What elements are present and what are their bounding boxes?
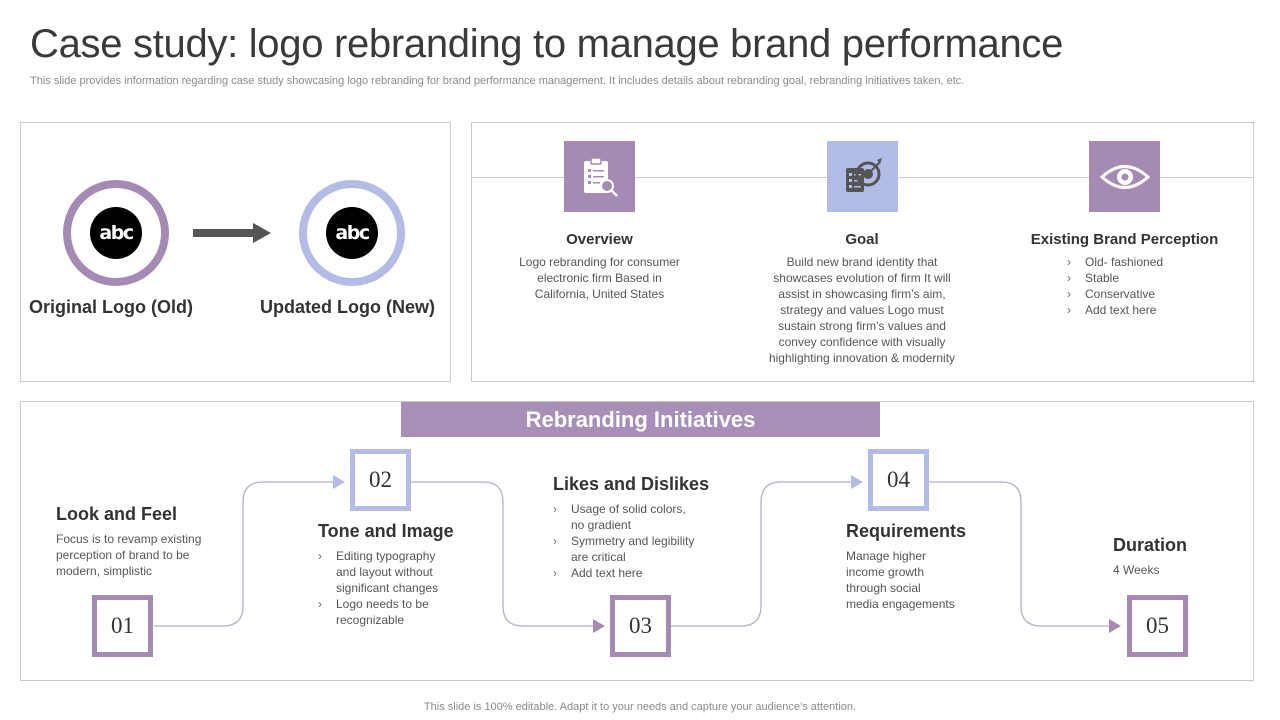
flow-connector	[154, 475, 1121, 633]
list-item: Old- fashioned	[1067, 254, 1237, 270]
step-title: Likes and Dislikes	[553, 474, 710, 494]
step-likes-and-dislikes: Likes and Dislikes Usage of solid colors…	[553, 474, 753, 581]
list-item: Logo needs to be recognizable	[318, 596, 508, 628]
step-number-01: 01	[92, 595, 153, 657]
step-number-05: 05	[1127, 595, 1188, 657]
step-number-02: 02	[350, 449, 411, 511]
step-requirements: Requirements Manage higher income growth…	[846, 521, 1026, 612]
list-item: Add text here	[1067, 302, 1237, 318]
case-info-panel: Overview Logo rebranding for consumer el…	[471, 122, 1254, 382]
overview-section: Overview Logo rebranding for consumer el…	[492, 231, 707, 302]
old-logo: abc	[90, 207, 142, 259]
step-title: Duration	[1113, 535, 1187, 555]
page-title: Case study: logo rebranding to manage br…	[30, 22, 1064, 66]
right-arrow-icon	[193, 221, 275, 245]
list-item: Symmetry and legibility are critical	[553, 533, 753, 565]
step-number-04: 04	[868, 449, 929, 511]
initiatives-banner: Rebranding Initiatives	[401, 402, 880, 437]
list-item: Conservative	[1067, 286, 1237, 302]
step-title: Requirements	[846, 521, 967, 541]
page-subtitle: This slide provides information regardin…	[30, 75, 965, 87]
target-checklist-icon	[827, 141, 898, 212]
footer-note: This slide is 100% editable. Adapt it to…	[423, 701, 857, 713]
step-tone-and-image: Tone and Image Editing typography and la…	[318, 521, 508, 628]
step-bullets: Usage of solid colors, no gradient Symme…	[553, 501, 753, 581]
overview-text: Logo rebranding for consumer electronic …	[519, 255, 680, 301]
list-item: Add text here	[553, 565, 753, 581]
step-title: Look and Feel	[56, 504, 178, 524]
step-bullets: Editing typography and layout without si…	[318, 548, 508, 628]
new-logo-label: Updated Logo (New)	[260, 297, 435, 317]
eye-icon	[1089, 141, 1160, 212]
step-title: Tone and Image	[318, 521, 454, 541]
step-text: Focus is to revamp existing perception o…	[56, 532, 202, 578]
list-item: Stable	[1067, 270, 1237, 286]
list-item: Usage of solid colors, no gradient	[553, 501, 753, 533]
brand-perception-list: Old- fashioned Stable Conservative Add t…	[1067, 254, 1237, 318]
step-duration: Duration 4 Weeks	[1113, 535, 1243, 578]
list-item: Editing typography and layout without si…	[318, 548, 508, 596]
step-look-and-feel: Look and Feel Focus is to revamp existin…	[56, 504, 256, 579]
clipboard-search-icon	[564, 141, 635, 212]
old-logo-ring: abc	[63, 180, 169, 286]
step-number-03: 03	[610, 595, 671, 657]
logo-comparison-panel: abc abc Original Logo (Old) Updated Logo…	[20, 122, 451, 382]
step-text: Manage higher income growth through soci…	[846, 549, 955, 611]
new-logo: abc	[326, 207, 378, 259]
goal-section: Goal Build new brand identity that showc…	[742, 231, 982, 366]
rebranding-initiatives-panel: Rebranding Initiatives 01 02 03 04 05 Lo…	[20, 401, 1254, 681]
old-logo-label: Original Logo (Old)	[29, 297, 193, 317]
brand-perception-title: Existing Brand Perception	[1030, 231, 1219, 248]
new-logo-ring: abc	[299, 180, 405, 286]
goal-title: Goal	[845, 231, 879, 248]
brand-perception-section: Existing Brand Perception Old- fashioned…	[1012, 231, 1237, 318]
overview-title: Overview	[566, 231, 633, 248]
step-text: 4 Weeks	[1113, 563, 1160, 577]
goal-text: Build new brand identity that showcases …	[768, 255, 956, 365]
